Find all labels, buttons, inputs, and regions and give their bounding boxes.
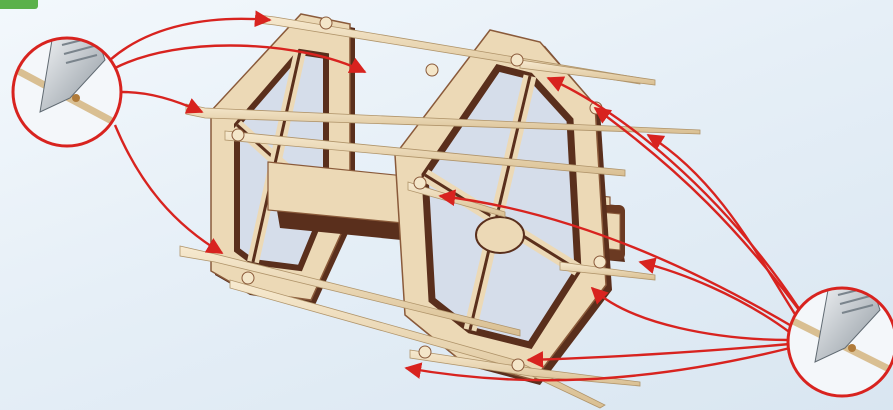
arrow-right-2 [595, 108, 805, 318]
arrow-left-1 [110, 19, 270, 60]
utility-knife-icon [13, 30, 121, 146]
arrow-left-4 [115, 125, 222, 253]
utility-knife-icon [788, 280, 893, 396]
